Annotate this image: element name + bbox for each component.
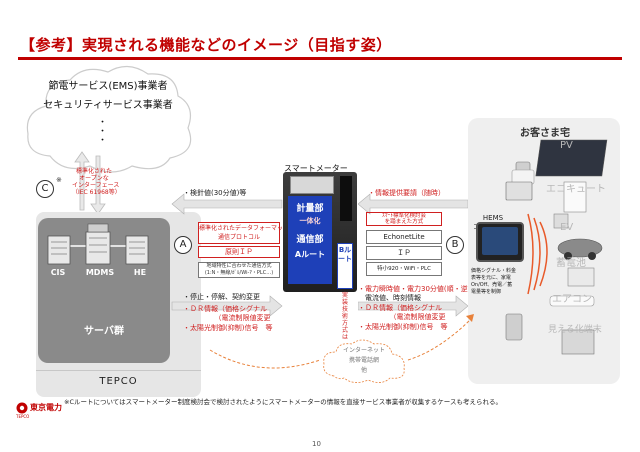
server-label-mdms: MDMS [85,268,115,277]
internet-route-lines [209,314,474,369]
tepco-logo-icon [16,402,28,414]
footnote: ※Cルートについてはスマートメーター制度検討会で検討されたようにスマートメーター… [64,398,502,406]
smart-meter-display [290,176,334,194]
smart-meter-module [288,196,332,284]
appliance-label-battery: 蓄電池 [556,258,586,269]
server-label-he: HE [133,268,147,277]
c-route-marker: C [36,180,54,198]
a-route-item-2: ・ＤＲ情報（価格シグナル [183,305,267,313]
customer-home-title: お客さま宅 [520,128,570,139]
b-route-echonet: EchonetLite [366,230,442,244]
internet-cloud [323,339,405,383]
hems-screen [482,227,518,255]
b-route-item-1: ・電力瞬時値・電力30分値(順・逆) [358,285,471,293]
home-appliance-icons [505,139,608,355]
appliance-label-aircon: エアコン [552,294,592,305]
battery-icon [567,267,595,287]
b-route-item-2: 電流値、時刻情報 [358,294,421,302]
b-route-standard-method: ｽﾏｰﾄ標準化検討会 を踏まえた方式 [366,212,442,226]
page-title: 【参考】実現される機能などのイメージ（目指す姿） [20,36,392,54]
c-route-footnote-mark: ※ [56,176,62,184]
meter-b-route-label: Bルート [337,243,353,289]
internet-label: インターネット [342,347,385,354]
mobile-network-label: 携帯電話網 [348,357,379,364]
mobile-icon [505,313,523,341]
ecocute-icon [563,181,587,213]
appliance-label-ecocute: エコキュート [546,184,606,195]
meter-comm-unit: 通信部 [296,235,324,245]
a-route-item-1: ・停止・停解、契約変更 [183,293,260,301]
a-route-item-3: （電流制限値変更 [183,314,271,322]
laptop-icon [505,181,533,201]
appliance-label-display: 見える化端末 [548,325,602,335]
a-route-ip: 原則ＩＰ [198,246,280,258]
a-route-comm-method: 地域特性に合わせた通信方式 (1:N・無線/ｶﾞﾙ/Wi-?・PLC…) [198,262,280,278]
a-route-meter-reading: ・検針値(30分値)等 [183,189,247,197]
c-route-description: 標準化された オープンな インターフェース （IEC 61968等） [72,168,121,196]
b-route-item-3: ・ＤＲ情報（価格シグナル [358,304,442,312]
ems-provider-label: 節電サービス(EMS)事業者 [48,81,168,92]
smart-meter-title: スマートメーター [284,164,348,173]
a-route-item-4: ・太陽光制御(抑制)信号 等 [183,324,273,332]
server-icon-cis [47,235,71,265]
tepco-label: TEPCO [99,376,138,387]
smart-meter-side-panel [340,176,352,221]
b-route-info-request: ・情報提供要請（随時） [368,189,445,197]
ems-more-dots: ・ ・ ・ [98,118,108,146]
a-route-standard-format: 標準化されたデータフォーマット 通信プロトコル [198,222,289,244]
ems-provider-labels: 節電サービス(EMS)事業者 セキュリティサービス事業者 [38,77,178,115]
b-route-item-4: （電流制限値変更 [358,313,446,321]
company-logo-text: 東京電力 [30,403,62,412]
air-conditioner-icon [549,295,595,307]
ems-cloud [26,65,192,173]
b-route-vertical-note: 実装技術方式は [342,292,349,341]
b-route-arrows [358,193,469,317]
b-route-physical: 特小920・WiFi・PLC [366,262,442,276]
company-logo-sub: TEPCO [16,414,30,419]
a-route-marker: A [174,236,192,254]
page-number: 10 [312,440,321,448]
display-terminal-icon [561,329,595,355]
internet-labels: インターネット 携帯電話網 他 [328,346,400,376]
b-route-item-5: ・太陽光制御(抑制)信号 等 [358,323,448,331]
appliance-label-pv: PV [560,140,573,151]
server-icons [47,223,149,265]
server-group-label: サーバ群 [84,326,124,337]
meter-measure-unit: 計量部 [296,204,324,214]
a-route-arrows [171,193,283,317]
appliance-label-ev: EV [560,222,574,233]
server-icon-mdms [85,231,111,265]
tepco-band [36,370,201,397]
other-label: 他 [360,367,367,374]
b-route-marker: B [446,236,464,254]
server-label-cis: CIS [50,268,66,277]
solar-panel-icon [535,139,608,177]
title-rule [18,57,622,60]
server-icon-he [125,235,149,265]
meter-a-route-label: Aルート [294,250,326,259]
security-provider-label: セキュリティサービス事業者 [43,100,173,111]
meter-integrated-label: 一体化 [299,217,321,225]
b-route-ip: ＩＰ [366,246,442,260]
c-route-arrows [74,151,106,215]
hems-description: 価格シグナル・料金 表等を元に、家電 On/Off、売電／蓄 電量等を制御 [471,268,517,295]
